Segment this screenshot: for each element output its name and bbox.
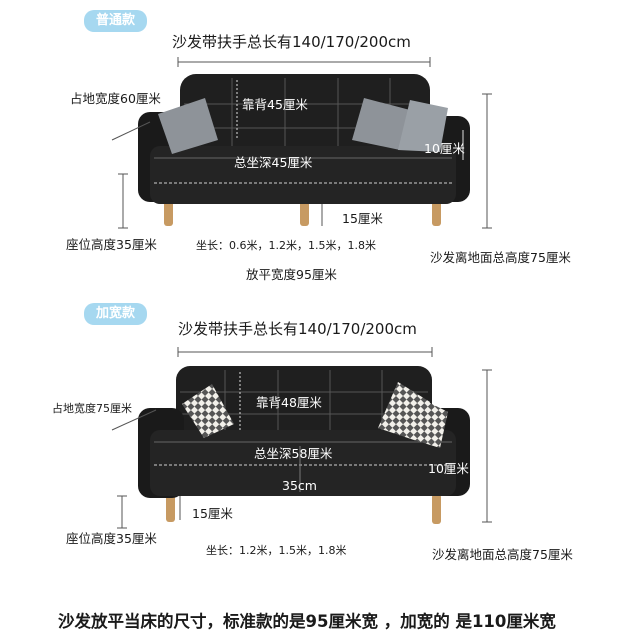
wide-leg-right [432,494,441,524]
wide-floor-width: 占地宽度75厘米 [52,402,132,415]
wide-pillow-right-1 [378,382,430,440]
standard-leg-label: 15厘米 [342,211,383,226]
wide-seat [150,430,456,496]
wide-total-height-label: 沙发离地面总高度75厘米 [432,547,573,562]
wide-armrest-label: 10厘米 [428,461,469,476]
standard-total-length: 沙发带扶手总长有140/170/200cm [172,33,411,51]
standard-flat-width-label: 放平宽度95厘米 [246,267,337,282]
wide-badge: 加宽款 [84,303,148,325]
wide-leg-label: 15厘米 [192,506,233,521]
standard-sofa [138,74,470,226]
standard-seat-length-label: 坐长：0.6米，1.2米，1.5米，1.8米 [196,239,376,252]
wide-seat-length-label: 坐长：1.2米，1.5米，1.8米 [206,544,347,557]
standard-armrest-label: 10厘米 [424,141,465,156]
wide-leg-left [166,492,175,522]
wide-cushion-label: 35cm [282,478,317,493]
wide-dimension-lines [111,347,492,529]
wide-backrest-label: 靠背48厘米 [256,395,322,410]
standard-seat-height-label: 座位高度35厘米 [66,237,157,252]
wide-seat-depth-label: 总坐深58厘米 [254,446,333,461]
wide-pillow-left [182,384,234,438]
standard-dimension-lines [111,57,492,229]
footer-note: 沙发放平当床的尺寸，标准款的是95厘米宽 ，加宽的 是110厘米宽 [58,612,556,631]
standard-backrest-label: 靠背45厘米 [242,97,308,112]
standard-pillow-left [158,98,218,154]
standard-pillow-right-1 [352,98,410,150]
standard-leg-left [164,198,173,226]
wide-pillow-right-2 [414,400,448,448]
wide-seat-height-label: 座位高度35厘米 [66,531,157,546]
standard-total-height-label: 沙发离地面总高度75厘米 [430,250,571,265]
standard-seat-depth-label: 总坐深45厘米 [234,155,313,170]
standard-leg-mid [300,198,309,226]
wide-total-length: 沙发带扶手总长有140/170/200cm [178,320,417,338]
standard-pillow-right-2 [398,100,448,152]
standard-leg-right [432,198,441,226]
standard-seat [150,146,456,204]
standard-floor-width: 占地宽度60厘米 [70,91,161,106]
standard-badge: 普通款 [84,10,148,32]
